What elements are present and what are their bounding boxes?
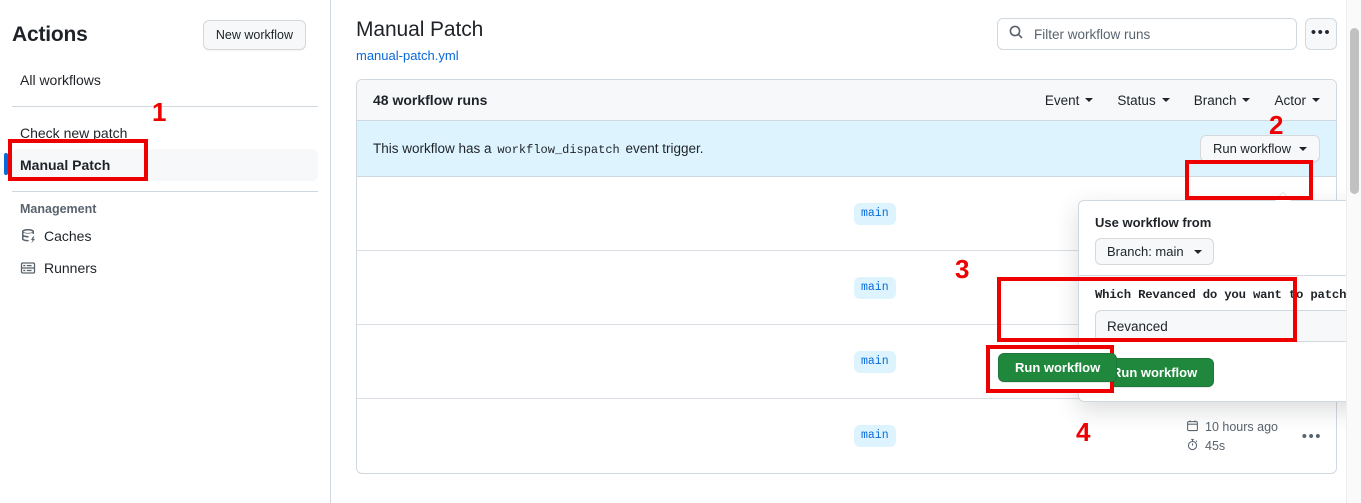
page-scrollbar-thumb[interactable]: [1350, 28, 1359, 194]
revanced-select-wrapper[interactable]: Revanced: [1095, 310, 1361, 342]
workflow-file-link[interactable]: manual-patch.yml: [356, 48, 459, 63]
sidebar-nav: All workflows: [0, 64, 330, 96]
dropdown-footer: Run workflow: [1079, 348, 1361, 401]
chevron-down-icon: [1161, 98, 1170, 102]
duration-line: 45s: [1186, 438, 1278, 454]
filter-label: Actor: [1274, 92, 1306, 108]
filter-label: Event: [1044, 92, 1080, 108]
filter-event[interactable]: Event: [1045, 93, 1094, 108]
table-row[interactable]: main: [357, 177, 1336, 251]
workflow-heading: Manual Patch manual-patch.yml: [356, 16, 483, 63]
branch-badge: main: [854, 276, 896, 299]
runs-count-label: 48 workflow runs: [373, 92, 488, 108]
sidebar-item-label: All workflows: [20, 72, 101, 88]
filter-label: Branch: [1193, 92, 1237, 108]
run-workflow-button-label: Run workflow: [1212, 141, 1291, 156]
sidebar-item-check-new-patch[interactable]: Check new patch: [12, 117, 318, 149]
sidebar-header: Actions New workflow: [0, 0, 330, 50]
workflow-title: Manual Patch: [356, 18, 484, 41]
run-workflow-submit-button-overlay[interactable]: Run workflow: [998, 353, 1118, 382]
chevron-down-icon: [1299, 146, 1307, 151]
chevron-down-icon: [1312, 98, 1320, 102]
dispatch-prefix: This workflow has a: [373, 140, 492, 156]
timestamp-line: 10 hours ago: [1186, 419, 1278, 435]
annotation-number-1: 1: [152, 97, 167, 127]
sidebar-item-runners[interactable]: Runners: [12, 252, 318, 284]
sidebar-item-label: Runners: [44, 260, 97, 276]
run-workflow-dropdown-button[interactable]: Run workflow: [1199, 135, 1320, 162]
dispatch-event-code: workflow_dispatch: [497, 142, 620, 157]
cache-icon: [20, 228, 36, 244]
table-row[interactable]: main: [357, 251, 1336, 325]
server-icon: [20, 260, 36, 276]
search-input-wrapper[interactable]: [997, 18, 1297, 50]
main-header: Manual Patch manual-patch.yml •••: [356, 16, 1337, 63]
annotation-number-4: 4: [1076, 417, 1091, 447]
filter-label: Status: [1117, 92, 1156, 108]
input-label-text: Which Revanced do you want to patch?: [1095, 288, 1354, 302]
sidebar-item-caches[interactable]: Caches: [12, 220, 318, 252]
dispatch-suffix: event trigger.: [625, 140, 704, 156]
sidebar-divider-2: [12, 191, 318, 192]
chevron-down-icon: [1242, 98, 1251, 102]
filter-branch[interactable]: Branch: [1194, 93, 1251, 108]
annotation-number-2: 2: [1269, 110, 1284, 140]
revanced-select[interactable]: Revanced: [1095, 310, 1361, 342]
new-workflow-button[interactable]: New workflow: [202, 20, 306, 50]
more-options-button[interactable]: •••: [1305, 18, 1337, 50]
sidebar-management-list: Caches Runners: [0, 220, 330, 284]
branch-badge: main: [854, 350, 896, 373]
sidebar-item-all-workflows[interactable]: All workflows: [12, 64, 318, 96]
use-workflow-from-section: Use workflow from Branch: main: [1079, 201, 1361, 275]
search-icon: [1008, 24, 1024, 45]
chevron-down-icon: [1193, 249, 1202, 254]
main-content: Manual Patch manual-patch.yml ••• 48 wo: [332, 0, 1361, 503]
table-row[interactable]: main 10 hours ago: [357, 399, 1336, 473]
run-workflow-dropdown-panel: Use workflow from Branch: main Which Rev…: [1078, 200, 1361, 402]
sidebar-item-label: Caches: [44, 228, 92, 244]
header-actions: •••: [997, 18, 1337, 50]
runs-toolbar: 48 workflow runs Event Status Branch: [357, 80, 1336, 121]
filter-actor[interactable]: Actor: [1274, 93, 1320, 108]
branch-select-button[interactable]: Branch: main: [1095, 238, 1214, 265]
branch-badge: main: [854, 202, 896, 225]
runs-filters: Event Status Branch Actor: [1045, 93, 1320, 108]
sidebar-item-label: Check new patch: [20, 125, 128, 141]
annotation-number-3: 3: [955, 254, 970, 284]
sidebar-group-management: Management: [20, 202, 97, 216]
branch-select-label: Branch: main: [1107, 244, 1184, 259]
sidebar: Actions New workflow All workflows Check…: [0, 0, 331, 503]
sidebar-item-label: Manual Patch: [20, 157, 111, 173]
dropdown-divider: [1079, 275, 1361, 276]
use-workflow-from-label: Use workflow from: [1095, 215, 1212, 230]
stopwatch-icon: [1186, 438, 1199, 454]
row-meta: 10 hours ago 45s: [1186, 419, 1278, 454]
sidebar-item-manual-patch[interactable]: Manual Patch: [4, 149, 318, 181]
row-more-options-button[interactable]: •••: [1301, 427, 1322, 445]
branch-badge: main: [854, 425, 896, 447]
page-scrollbar[interactable]: [1346, 0, 1361, 503]
filter-status[interactable]: Status: [1117, 92, 1170, 108]
workflow-input-field: Which Revanced do you want to patch? * R…: [1079, 276, 1361, 348]
search-input[interactable]: [1032, 25, 1286, 43]
workflow-input-label: Which Revanced do you want to patch? *: [1095, 288, 1361, 302]
page-title: Actions: [12, 23, 88, 46]
dispatch-message: This workflow has a workflow_dispatch ev…: [373, 141, 704, 157]
sidebar-divider-1: [12, 106, 318, 107]
chevron-down-icon: [1085, 98, 1094, 102]
workflow-dispatch-banner: This workflow has a workflow_dispatch ev…: [357, 121, 1336, 177]
timestamp-value: 10 hours ago: [1205, 419, 1278, 434]
duration-value: 45s: [1205, 438, 1226, 453]
calendar-icon: [1186, 419, 1199, 435]
sidebar-workflow-list: Check new patch Manual Patch: [0, 117, 330, 181]
